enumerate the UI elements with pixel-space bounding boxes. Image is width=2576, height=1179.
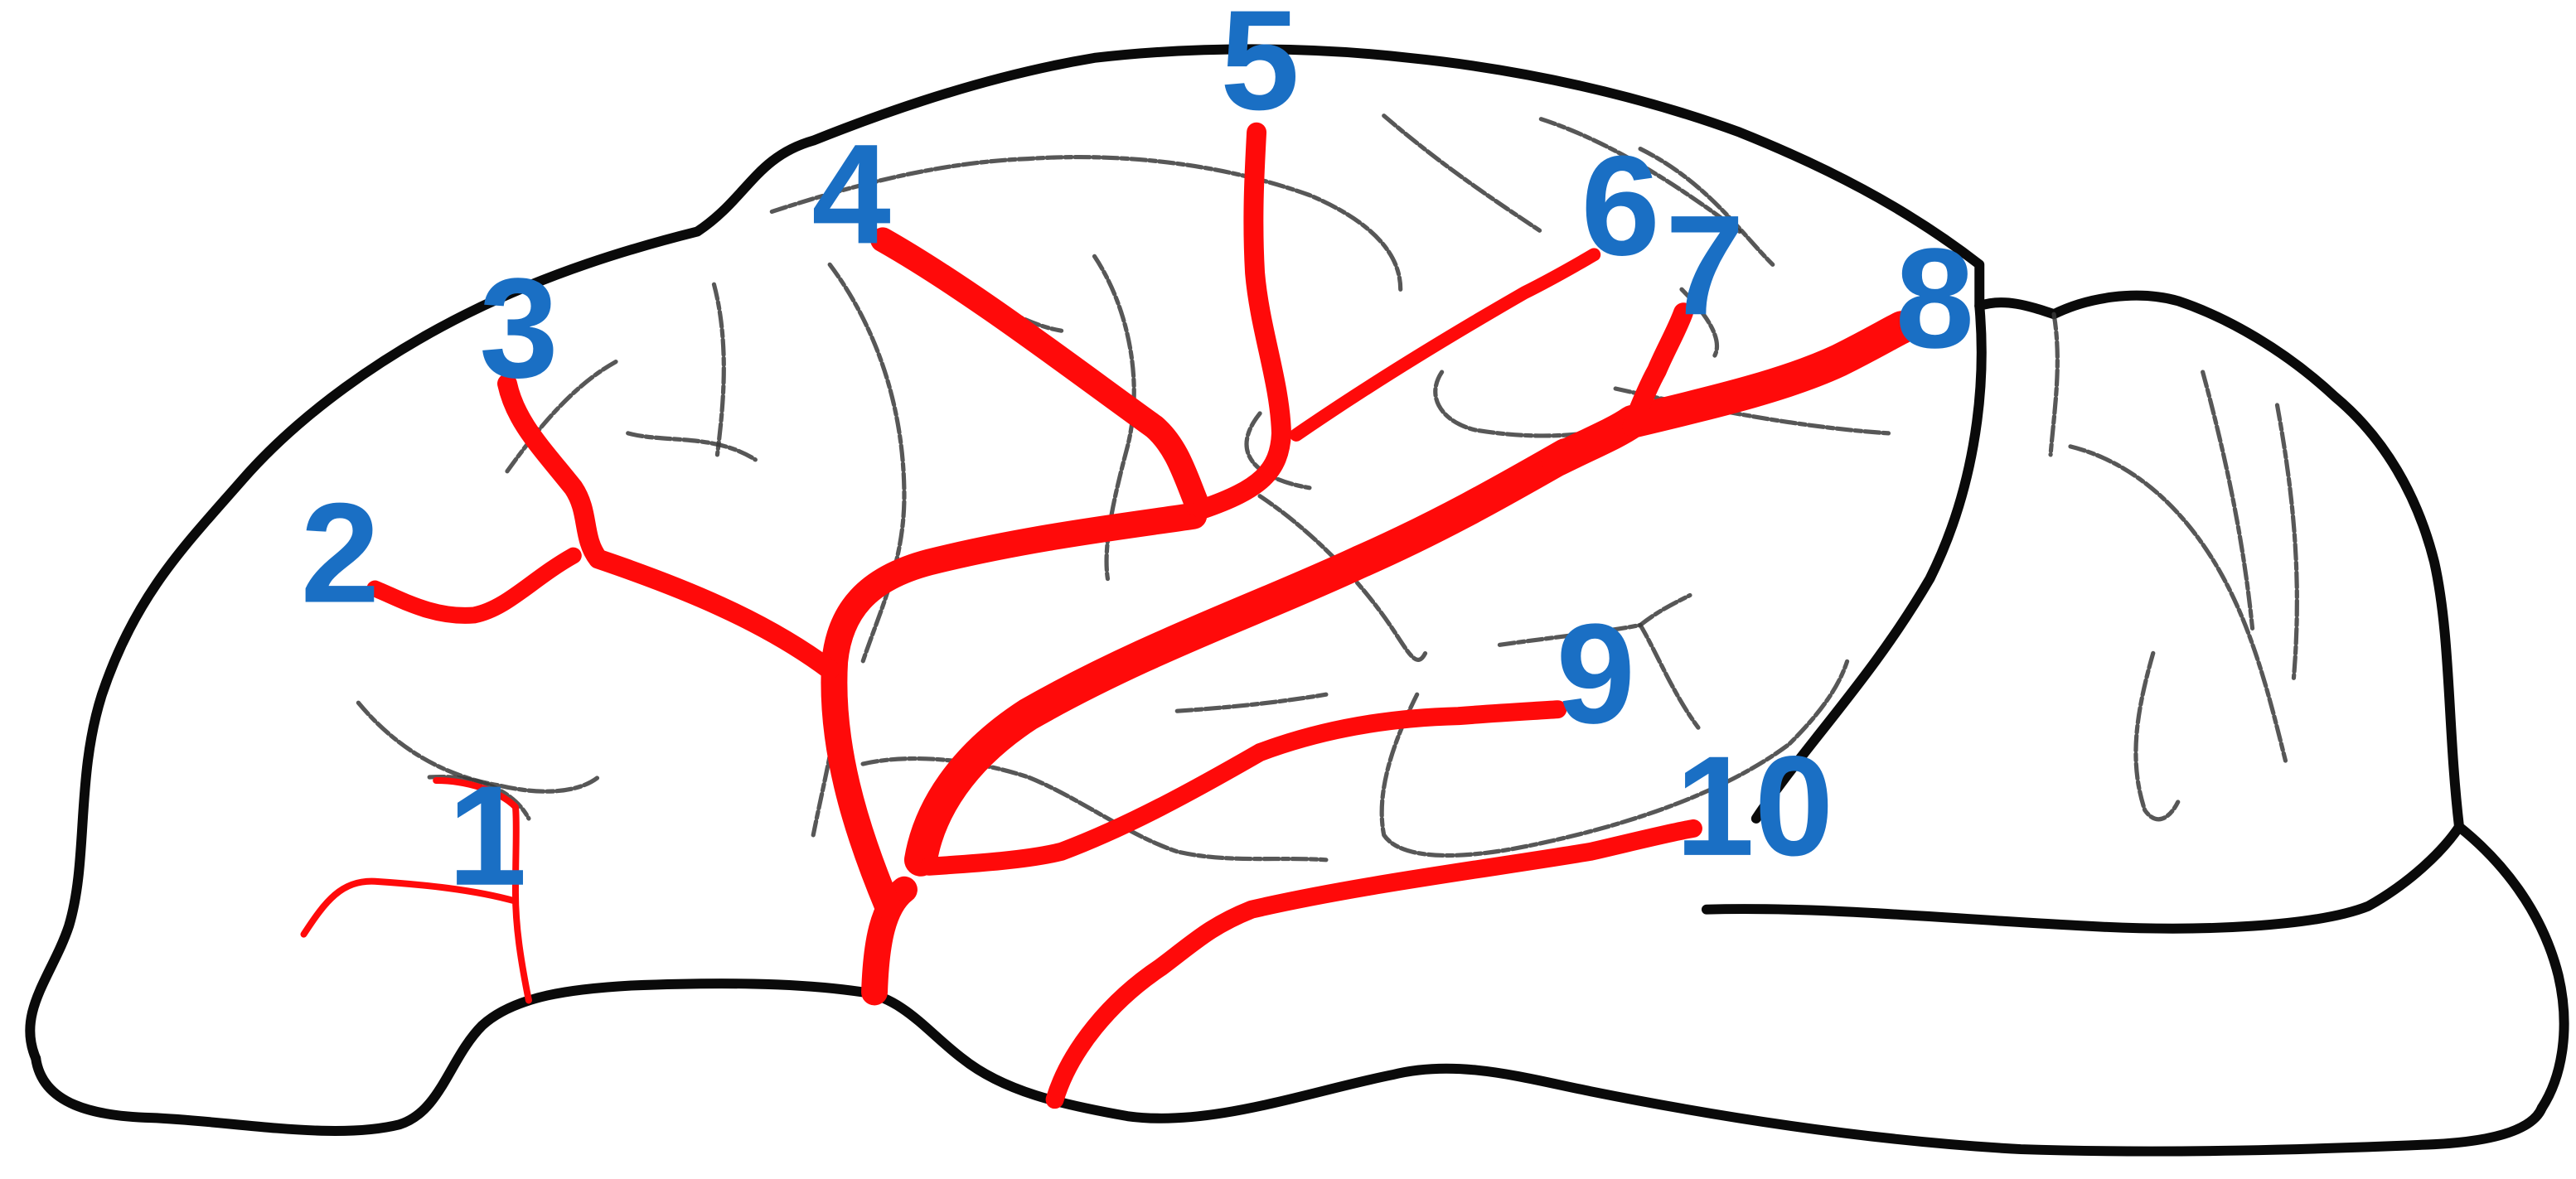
- vessel-branch-4: [870, 227, 1210, 517]
- vessel-branch-5: [1192, 122, 1291, 519]
- vessel-branch-9: [919, 700, 1567, 876]
- vessel-branch-10: [1045, 819, 1702, 1109]
- label-2: 2: [301, 474, 380, 632]
- label-1: 1: [448, 757, 526, 916]
- vessel-branch-6: [1289, 248, 1601, 442]
- vessel-labels: 1 2 3 4 5 6 7 8 9 10: [301, 0, 1974, 916]
- temporal-lower-outline: [31, 978, 2547, 1157]
- label-10: 10: [1675, 727, 1833, 886]
- cerebrum-outline: [25, 44, 1987, 1064]
- vessels: [300, 122, 1919, 1109]
- label-3: 3: [479, 249, 558, 408]
- vessel-anterior-stem: [821, 502, 1208, 920]
- vessel-branch-1-lateral: [300, 877, 519, 938]
- label-5: 5: [1220, 0, 1299, 140]
- sulci: [356, 114, 2299, 863]
- vessel-branch-3: [497, 374, 840, 680]
- vessel-branch-1: [433, 777, 532, 1004]
- label-4: 4: [811, 115, 890, 273]
- vessel-branch-7: [1622, 302, 1693, 437]
- label-9: 9: [1556, 595, 1634, 753]
- label-6: 6: [1581, 127, 1659, 285]
- vessel-middle-trunk: [903, 437, 1583, 877]
- brainstem-line: [1701, 821, 2465, 934]
- vessel-middle-upper: [1541, 311, 1919, 476]
- vessel-branch-2: [366, 547, 582, 624]
- label-7: 7: [1665, 186, 1744, 345]
- cerebellum-outline: [1974, 290, 2569, 1114]
- label-8: 8: [1896, 220, 1974, 378]
